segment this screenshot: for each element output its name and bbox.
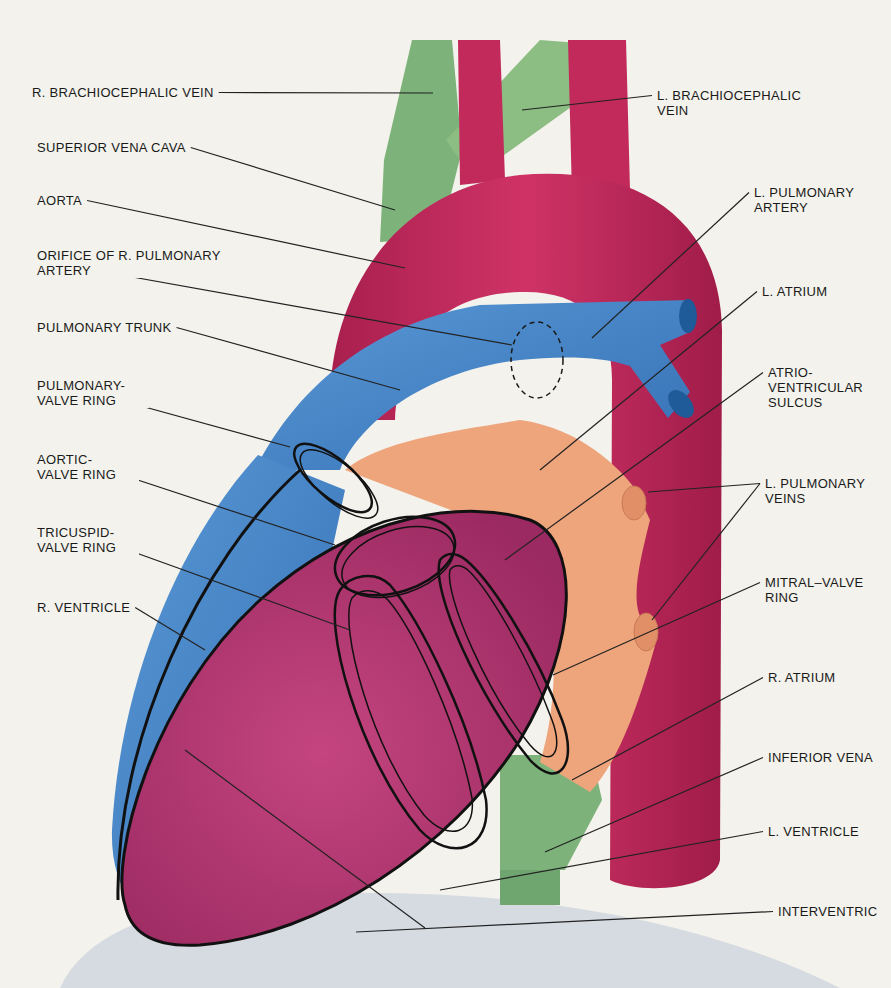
pulmonary-vein (622, 486, 646, 520)
part-label: PULMONARY- VALVE RING (35, 378, 149, 408)
pulmonary-valve-ring (284, 433, 382, 524)
leader-line (440, 832, 763, 891)
pulmonary-trunk (255, 300, 690, 470)
leader-line (505, 373, 763, 561)
part-label: ATRIO- VENTRICULAR SULCUS (766, 365, 882, 410)
part-label: L. PULMONARY ARTERY (752, 185, 881, 215)
leader-line (592, 193, 749, 339)
part-label: L. ATRIUM (760, 284, 829, 299)
part-label: AORTIC- VALVE RING (35, 452, 139, 482)
leader-line (185, 750, 425, 928)
tricuspid-valve-ring (335, 576, 487, 848)
orifice-outline (511, 322, 563, 398)
leader-line (177, 328, 400, 391)
leader-line (553, 583, 760, 676)
mitral-valve-ring (439, 554, 568, 773)
part-label: L. PULMONARY VEINS (763, 476, 885, 506)
leader-line (121, 548, 350, 631)
part-label: SUPERIOR VENA CAVA (35, 140, 188, 155)
part-label: MITRAL–VALVE RING (763, 575, 885, 605)
part-label: R. BRACHIOCEPHALIC VEIN (30, 85, 216, 100)
leader-line (572, 678, 763, 781)
pulmonary-valve-ring (290, 439, 388, 530)
leader-line (648, 484, 760, 493)
leader-line (121, 475, 335, 546)
part-label: AORTA (35, 193, 84, 208)
leader-line (135, 608, 205, 651)
part-label: L. VENTRICLE (766, 824, 861, 839)
part-label: PULMONARY TRUNK (35, 320, 174, 335)
leader-line (356, 912, 773, 933)
leader-line (652, 484, 760, 621)
part-label: L. BRACHIOCEPHALIC VEIN (655, 88, 829, 118)
part-label: R. ATRIUM (766, 670, 837, 685)
carotid-artery (568, 40, 630, 195)
part-label: ORIFICE OF R. PULMONARY ARTERY (35, 248, 224, 278)
leader-line (540, 292, 757, 471)
part-label: R. VENTRICLE (35, 600, 132, 615)
leader-line (219, 92, 433, 94)
artery-opening (679, 299, 697, 333)
mitral-valve-ring (449, 566, 556, 757)
part-label: INTERVENTRIC (776, 904, 879, 919)
part-label: INFERIOR VENA (766, 750, 875, 765)
ventricle-outline (122, 511, 566, 945)
part-label: TRICUSPID- VALVE RING (35, 525, 139, 555)
brachiocephalic-artery (458, 40, 505, 185)
left-ventricle (122, 511, 566, 945)
leader-line (191, 148, 395, 211)
artery-opening (663, 385, 699, 422)
leader-line (522, 96, 652, 111)
pulmonary-vein (634, 613, 658, 651)
heart-outline (118, 470, 300, 900)
